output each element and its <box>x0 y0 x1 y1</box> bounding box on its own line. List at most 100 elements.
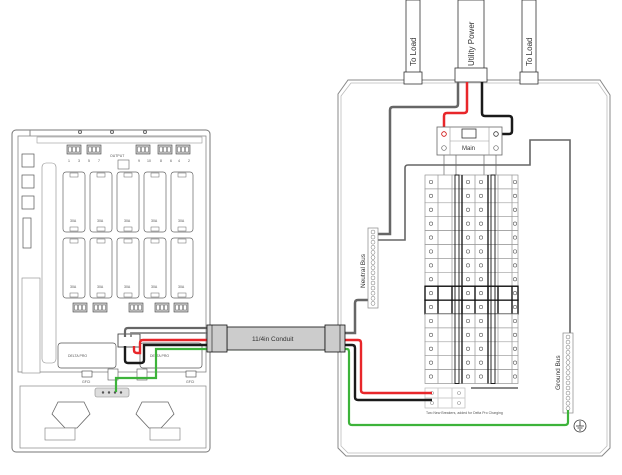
breaker-rating: 30A <box>97 219 104 223</box>
side-switches <box>21 153 57 374</box>
breaker-module: 30A <box>143 171 167 233</box>
terminal-number: 8 <box>160 159 162 163</box>
breaker-rating: 30A <box>151 219 158 223</box>
breaker-module: 30A <box>170 171 194 233</box>
ground-terminal <box>94 387 130 398</box>
terminal-number: 3 <box>78 159 80 163</box>
neutral-bus: Neutral Bus <box>360 227 379 309</box>
terminal-number: 7 <box>98 159 100 163</box>
gfci-left: GFCI <box>81 370 93 384</box>
input-terminal-block <box>117 333 141 348</box>
terminal-number: 10 <box>147 159 151 163</box>
terminal-blocks-bottom <box>72 302 189 313</box>
delta-pro-connector-left: DELTA PRO <box>57 342 117 369</box>
terminal-block <box>128 302 144 313</box>
ground-bus: Ground Bus <box>555 332 574 414</box>
terminal-block <box>157 144 173 155</box>
backup-neutral-run <box>123 326 345 337</box>
utility-hot-wire-l2 <box>480 82 514 136</box>
breaker-row[interactable] <box>424 355 519 370</box>
terminal-block <box>175 144 191 155</box>
terminal-block <box>92 302 108 313</box>
terminal-blocks-top <box>66 144 191 155</box>
breaker-row[interactable] <box>424 341 519 356</box>
utility-power-label: Utility Power <box>467 21 476 66</box>
breaker-row[interactable] <box>424 244 519 259</box>
earth-ground-icon <box>573 419 587 433</box>
breaker-row[interactable] <box>424 313 519 329</box>
terminal-number: 4 <box>178 159 180 163</box>
utility-neutral-wire <box>378 82 460 236</box>
breaker-module: 30A <box>170 237 194 299</box>
terminal-number: 2 <box>188 159 190 163</box>
breaker-rating: 30A <box>151 285 158 289</box>
terminal-number: 9 <box>138 159 140 163</box>
to-load-label-left: To Load <box>409 38 418 66</box>
terminal-number: 5 <box>88 159 90 163</box>
branch-breakers <box>424 174 519 384</box>
gfci-label-left: GFCI <box>82 380 90 384</box>
breaker-module: 30A <box>62 171 86 233</box>
breaker-module: 30A <box>143 237 167 299</box>
breaker-row[interactable] <box>424 202 519 217</box>
to-load-cable-right: To Load <box>519 0 539 85</box>
main-breaker-label: Main <box>462 146 475 152</box>
terminal-block <box>135 144 151 155</box>
delta-pro-connector-right: DELTA PRO <box>139 342 203 369</box>
terminal-number: 1 <box>68 159 70 163</box>
new-delta-pro-breakers[interactable]: Two New Breakers, added for Delta Pro Ch… <box>424 387 503 415</box>
terminal-block <box>154 302 170 313</box>
breaker-module: 30A <box>89 171 113 233</box>
breaker-row[interactable] <box>424 258 519 273</box>
breaker-rating: 30A <box>124 285 131 289</box>
neutral-bus-label: Neutral Bus <box>360 253 367 288</box>
utility-power-cable: Utility Power <box>454 0 488 83</box>
utility-hot-wire-l1 <box>442 82 469 134</box>
conduit: 11/4in Conduit <box>206 324 346 353</box>
breaker-row[interactable] <box>424 174 519 190</box>
breaker-rating: 30A <box>70 219 77 223</box>
breaker-rating: 30A <box>124 219 131 223</box>
main-breaker[interactable]: Main <box>436 126 503 156</box>
mount-bracket-left <box>51 401 91 429</box>
breaker-rating: 30A <box>97 285 104 289</box>
new-breakers-note: Two New Breakers, added for Delta Pro Ch… <box>426 411 503 415</box>
breaker-row[interactable] <box>424 285 519 301</box>
breaker-rating: 30A <box>178 285 185 289</box>
terminal-numbers: 1 3 5 7 9 10 8 6 4 2 <box>68 159 190 163</box>
terminal-block <box>72 302 88 313</box>
breaker-row[interactable] <box>424 369 519 384</box>
conduit-label: 11/4in Conduit <box>252 336 294 343</box>
breaker-module: 30A <box>116 171 140 233</box>
terminal-block <box>86 144 102 155</box>
breaker-rating: 30A <box>70 285 77 289</box>
transfer-switch-unit: OUTPUT 30A 30A 30A 30A 30A 30A 30A 30A 30A 30A 1 3… <box>11 129 211 453</box>
ground-wire <box>114 347 570 427</box>
breaker-row[interactable] <box>424 327 519 343</box>
bus-bar <box>490 174 496 384</box>
breaker-row[interactable] <box>424 216 519 231</box>
to-load-label-right: To Load <box>525 38 534 66</box>
delta-pro-label-right: DELTA PRO <box>150 354 169 358</box>
breaker-module: 30A <box>89 237 113 299</box>
breaker-row[interactable] <box>424 299 519 315</box>
terminal-block <box>173 302 189 313</box>
delta-pro-label-left: DELTA PRO <box>68 354 87 358</box>
bonding-wire <box>378 139 571 333</box>
terminal-block <box>66 144 82 155</box>
terminal-number: 6 <box>170 159 172 163</box>
to-load-cable-left: To Load <box>403 0 423 85</box>
breaker-row[interactable] <box>424 188 519 204</box>
breaker-rating: 30A <box>178 219 185 223</box>
breaker-module: 30A <box>62 237 86 299</box>
ground-bus-label: Ground Bus <box>555 355 562 390</box>
output-label: OUTPUT <box>110 154 125 158</box>
circuit-breaker-modules: 30A 30A 30A 30A 30A 30A 30A 30A 30A 30A <box>62 171 194 299</box>
breaker-row[interactable] <box>424 230 519 245</box>
breaker-row[interactable] <box>424 272 519 287</box>
gfci-label-right: GFCI <box>186 380 194 384</box>
breaker-module: 30A <box>116 237 140 299</box>
bus-bar <box>454 174 460 384</box>
backup-neutral-wire <box>345 298 378 335</box>
